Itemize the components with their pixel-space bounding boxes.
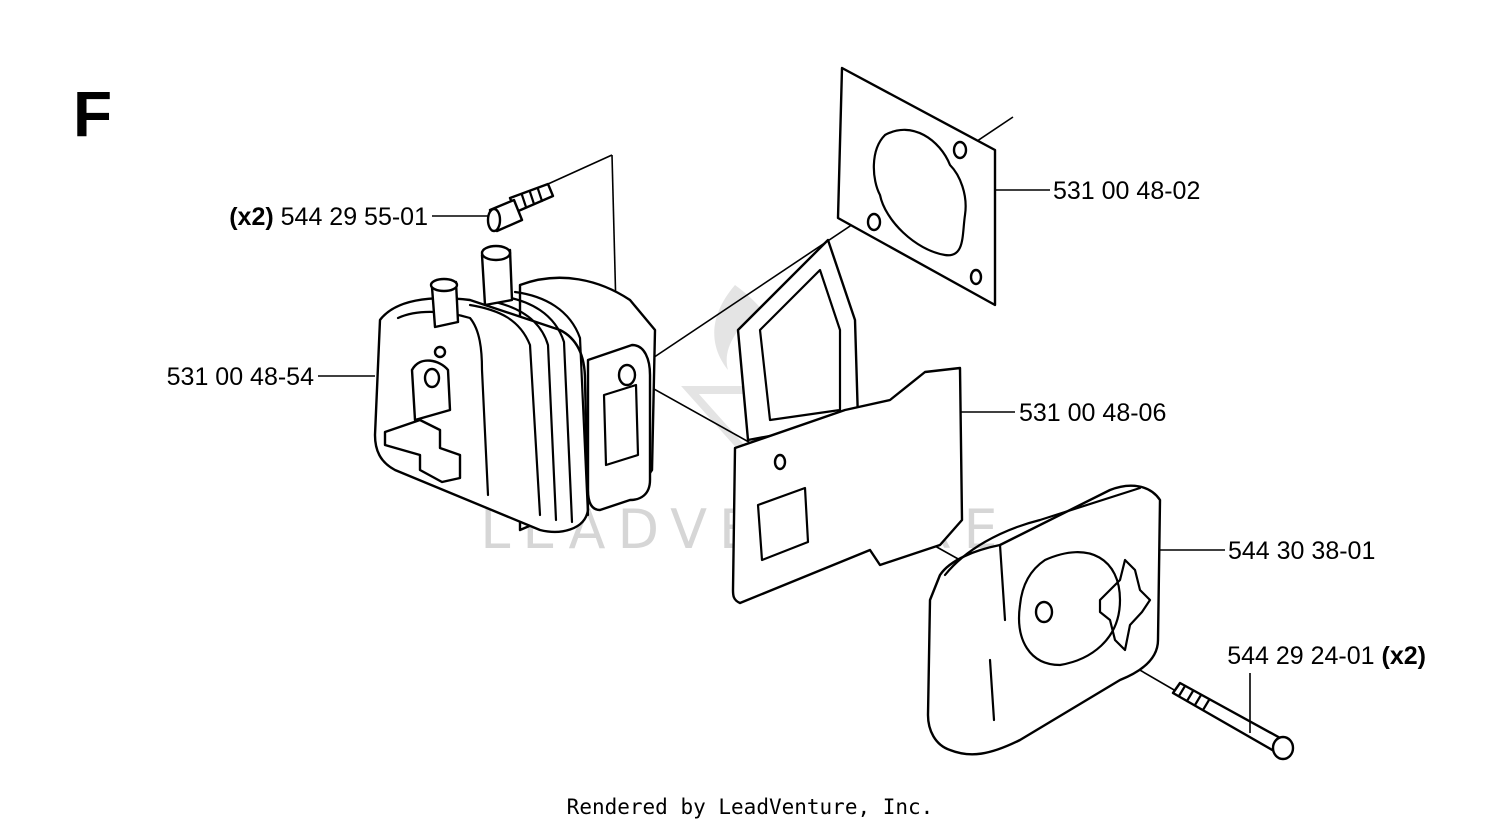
part-number-544-30-38-01: 544 30 38-01 [1228, 537, 1375, 565]
callout-531-00-48-54: 531 00 48-54 [167, 363, 314, 391]
qty-544-29-24-01: (x2) [1382, 642, 1426, 670]
part-bolt-544-29-24-01 [1171, 681, 1295, 761]
callout-leaders [318, 189, 1251, 733]
callout-531-00-48-02: 531 00 48-02 [1053, 177, 1200, 205]
part-muffler-544-30-38-01 [926, 484, 1162, 756]
qty-544-29-55-01: (x2) [229, 203, 273, 231]
section-letter: F [73, 78, 112, 150]
part-number-544-29-24-01: 544 29 24-01 [1227, 642, 1374, 670]
part-number-544-29-55-01: 544 29 55-01 [281, 203, 428, 231]
callout-544-29-55-01: (x2) 544 29 55-01 [229, 203, 428, 231]
callout-531-00-48-06: 531 00 48-06 [1019, 399, 1166, 427]
part-gasket-531-00-48-02 [836, 66, 997, 307]
part-heat-shield-531-00-48-06 [731, 238, 964, 605]
part-number-531-00-48-02: 531 00 48-02 [1053, 177, 1200, 205]
part-screw-544-29-55-01 [486, 182, 555, 233]
part-cylinder-531-00-48-54 [373, 244, 657, 533]
callout-544-30-38-01: 544 30 38-01 [1228, 537, 1375, 565]
part-number-531-00-48-54: 531 00 48-54 [167, 363, 314, 391]
footer-credit: Rendered by LeadVenture, Inc. [567, 795, 934, 819]
callout-544-29-24-01: 544 29 24-01 (x2) [1227, 642, 1426, 670]
part-number-531-00-48-06: 531 00 48-06 [1019, 399, 1166, 427]
